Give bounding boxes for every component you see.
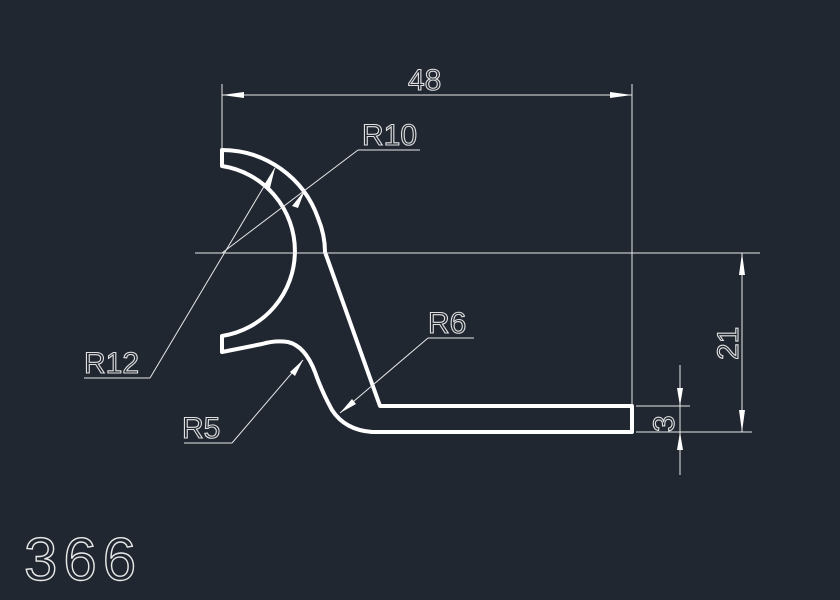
dimension-r12-label: R12 (84, 347, 139, 380)
dimension-height: 21 (636, 253, 752, 433)
dimension-r5-label: R5 (182, 412, 220, 445)
dimension-height-label: 21 (712, 327, 745, 360)
dimension-thickness: 3 (636, 365, 690, 475)
dimension-r6: R6 (339, 306, 474, 414)
dimension-r10: R10 (221, 118, 420, 254)
dimension-r5: R5 (181, 359, 304, 446)
dimension-r10-label: R10 (362, 119, 417, 152)
dimension-width: 48 (221, 63, 633, 404)
dimension-r12: R12 (83, 167, 276, 381)
part-number-label: 366 (24, 526, 142, 593)
dimension-width-label: 48 (408, 64, 441, 97)
dimension-r6-label: R6 (428, 307, 466, 340)
dimension-thickness-label: 3 (648, 415, 681, 432)
profile-outline (220, 148, 634, 434)
